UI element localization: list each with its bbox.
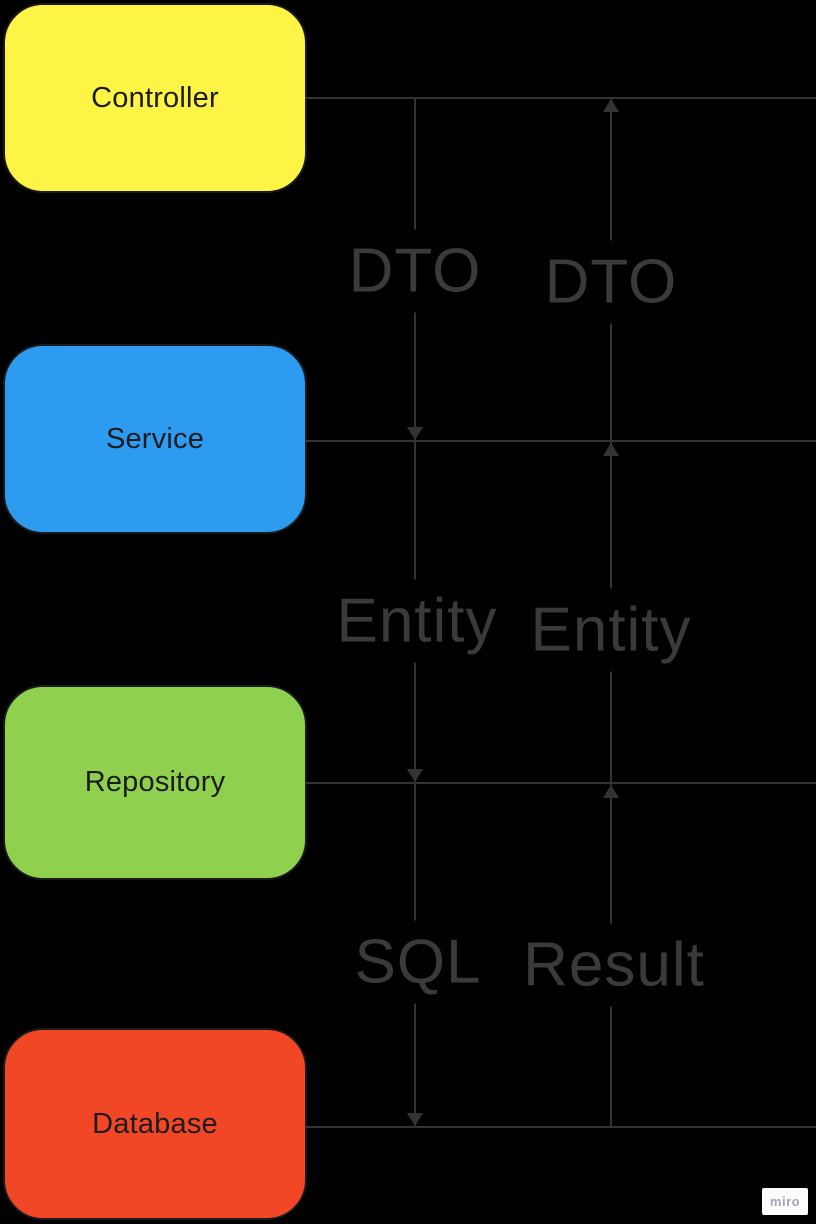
layer-box-database-label: Database [92,1107,218,1140]
database-layer-line [305,1126,816,1128]
arrow-down-icon [407,769,423,782]
arrow-up-icon [603,443,619,456]
connector-label-entity-up: Entity [520,588,702,672]
connector-label-entity-down: Entity [326,579,508,663]
layer-box-repository-label: Repository [84,766,226,798]
miro-watermark-label: miro [769,1194,801,1209]
arrow-up-icon [603,99,619,112]
layer-box-service: Service [3,344,307,534]
connector-label-dto-down: DTO [338,229,492,313]
arrow-up-icon [603,785,619,798]
controller-layer-line [305,97,816,99]
arrow-down-icon [407,427,423,440]
service-layer-line [305,440,816,442]
repository-layer-line [305,782,816,784]
connector-label-sql: SQL [344,920,492,1004]
layer-box-controller: Controller [3,3,307,193]
arrow-down-icon [407,1113,423,1126]
layer-box-controller-label: Controller [91,81,219,114]
layer-box-database: Database [3,1028,307,1220]
layer-box-repository: Repository [3,685,307,880]
layer-box-service-label: Service [105,422,205,455]
connector-label-result: Result [513,923,715,1007]
connector-label-dto-up: DTO [534,240,688,324]
miro-watermark-badge[interactable]: miro [762,1188,808,1215]
